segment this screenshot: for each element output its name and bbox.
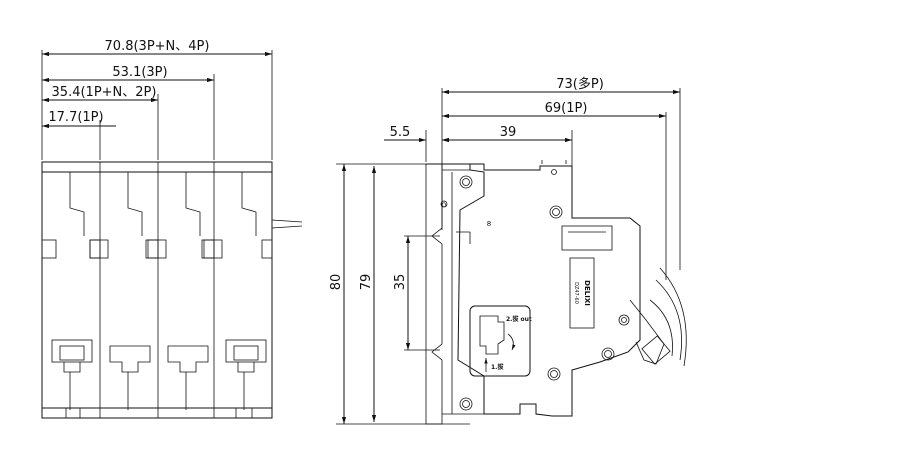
- brand-label-panel: DELIXI DZ47-60: [569, 257, 595, 329]
- breaker-front-body: [41, 161, 303, 419]
- dim-width-3p: 53.1(3P): [42, 65, 214, 83]
- dim-width-2p: 35.4(1P+N、2P): [42, 85, 158, 103]
- dim-depth-multi: 73(多P): [442, 76, 680, 95]
- dim-width-2p-label: 35.4(1P+N、2P): [52, 85, 157, 100]
- instruction-step-1: 1.拔: [491, 363, 504, 371]
- dim-width-4p: 70.8(3P+N、4P): [42, 39, 272, 57]
- dim-rail-width: 35: [393, 236, 411, 350]
- dim-depth-1p-label: 69(1P): [545, 101, 588, 116]
- side-view: 73(多P) 69(1P) 5.5 39 80 79 35: [329, 76, 687, 425]
- dim-width-4p-label: 70.8(3P+N、4P): [105, 39, 210, 54]
- dim-width-1p: 17.7(1P): [42, 110, 116, 129]
- breaker-side-body: [425, 160, 687, 425]
- pole-4: [203, 172, 273, 419]
- dim-front-depth-label: 39: [500, 125, 517, 140]
- dim-body-height-label: 79: [359, 274, 374, 291]
- pole-1: [41, 172, 101, 419]
- dim-depth-multi-label: 73(多P): [556, 76, 604, 92]
- model-label: DZ47-60: [573, 282, 579, 304]
- dim-width-3p-label: 53.1(3P): [112, 65, 167, 80]
- dim-body-height: 79: [359, 166, 377, 422]
- dim-rail-offset-label: 5.5: [390, 125, 411, 140]
- side-small-mark: O: [442, 202, 447, 209]
- dim-depth-1p: 69(1P): [442, 101, 666, 119]
- front-view: 70.8(3P+N、4P) 53.1(3P) 35.4(1P+N、2P) 17.…: [41, 39, 303, 419]
- pole-2: [89, 172, 159, 410]
- dim-width-1p-label: 17.7(1P): [48, 110, 103, 125]
- dim-overall-height: 80: [329, 164, 347, 424]
- dim-front-depth: 39: [442, 125, 572, 143]
- brand-label: DELIXI: [583, 280, 591, 306]
- dim-rail-width-label: 35: [393, 274, 408, 291]
- instruction-panel: 2.拔 out 1.拔: [469, 305, 532, 377]
- dim-rail-offset: 5.5: [384, 125, 460, 143]
- side-mark: 8: [487, 220, 491, 228]
- dim-overall-height-label: 80: [329, 274, 344, 291]
- instruction-step-2: 2.拔 out: [506, 315, 532, 323]
